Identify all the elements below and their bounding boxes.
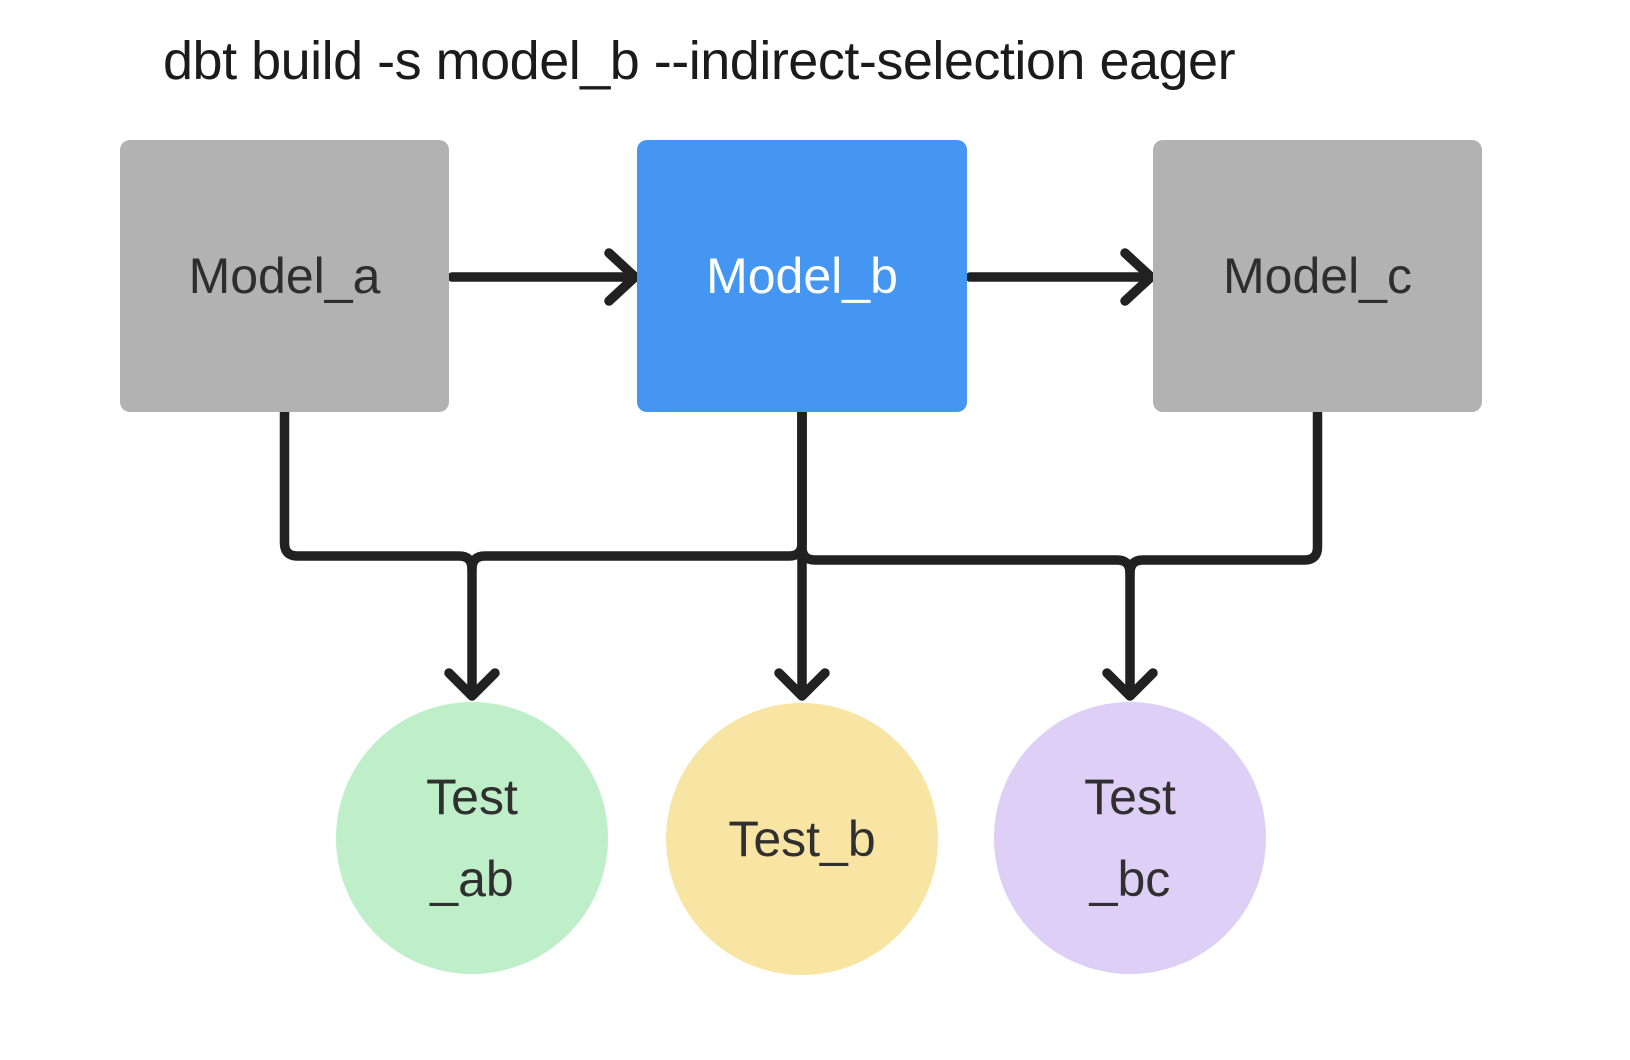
arrowhead-test-ab <box>444 668 500 701</box>
diagram-title: dbt build -s model_b --indirect-selectio… <box>163 31 1236 91</box>
node-test-ab: Test _ab <box>336 702 608 974</box>
arrowhead-model-a-to-model-b <box>604 248 640 306</box>
node-model-b: Model_b <box>637 140 967 412</box>
node-test-bc: Test _bc <box>994 702 1266 974</box>
node-test-b: Test_b <box>666 703 938 975</box>
arrowhead-model-b-to-model-c <box>1120 248 1156 306</box>
edge-model-c-to-test-bc <box>1125 407 1323 578</box>
edge-model-b-to-test-bc <box>797 407 1135 695</box>
node-model-c: Model_c <box>1153 140 1482 412</box>
arrowhead-test-b <box>774 668 830 701</box>
arrowhead-test-bc <box>1102 668 1158 701</box>
edge-model-b-to-test-ab <box>467 407 807 574</box>
node-model-a: Model_a <box>120 140 449 412</box>
edge-model-a-to-test-ab <box>279 407 477 695</box>
